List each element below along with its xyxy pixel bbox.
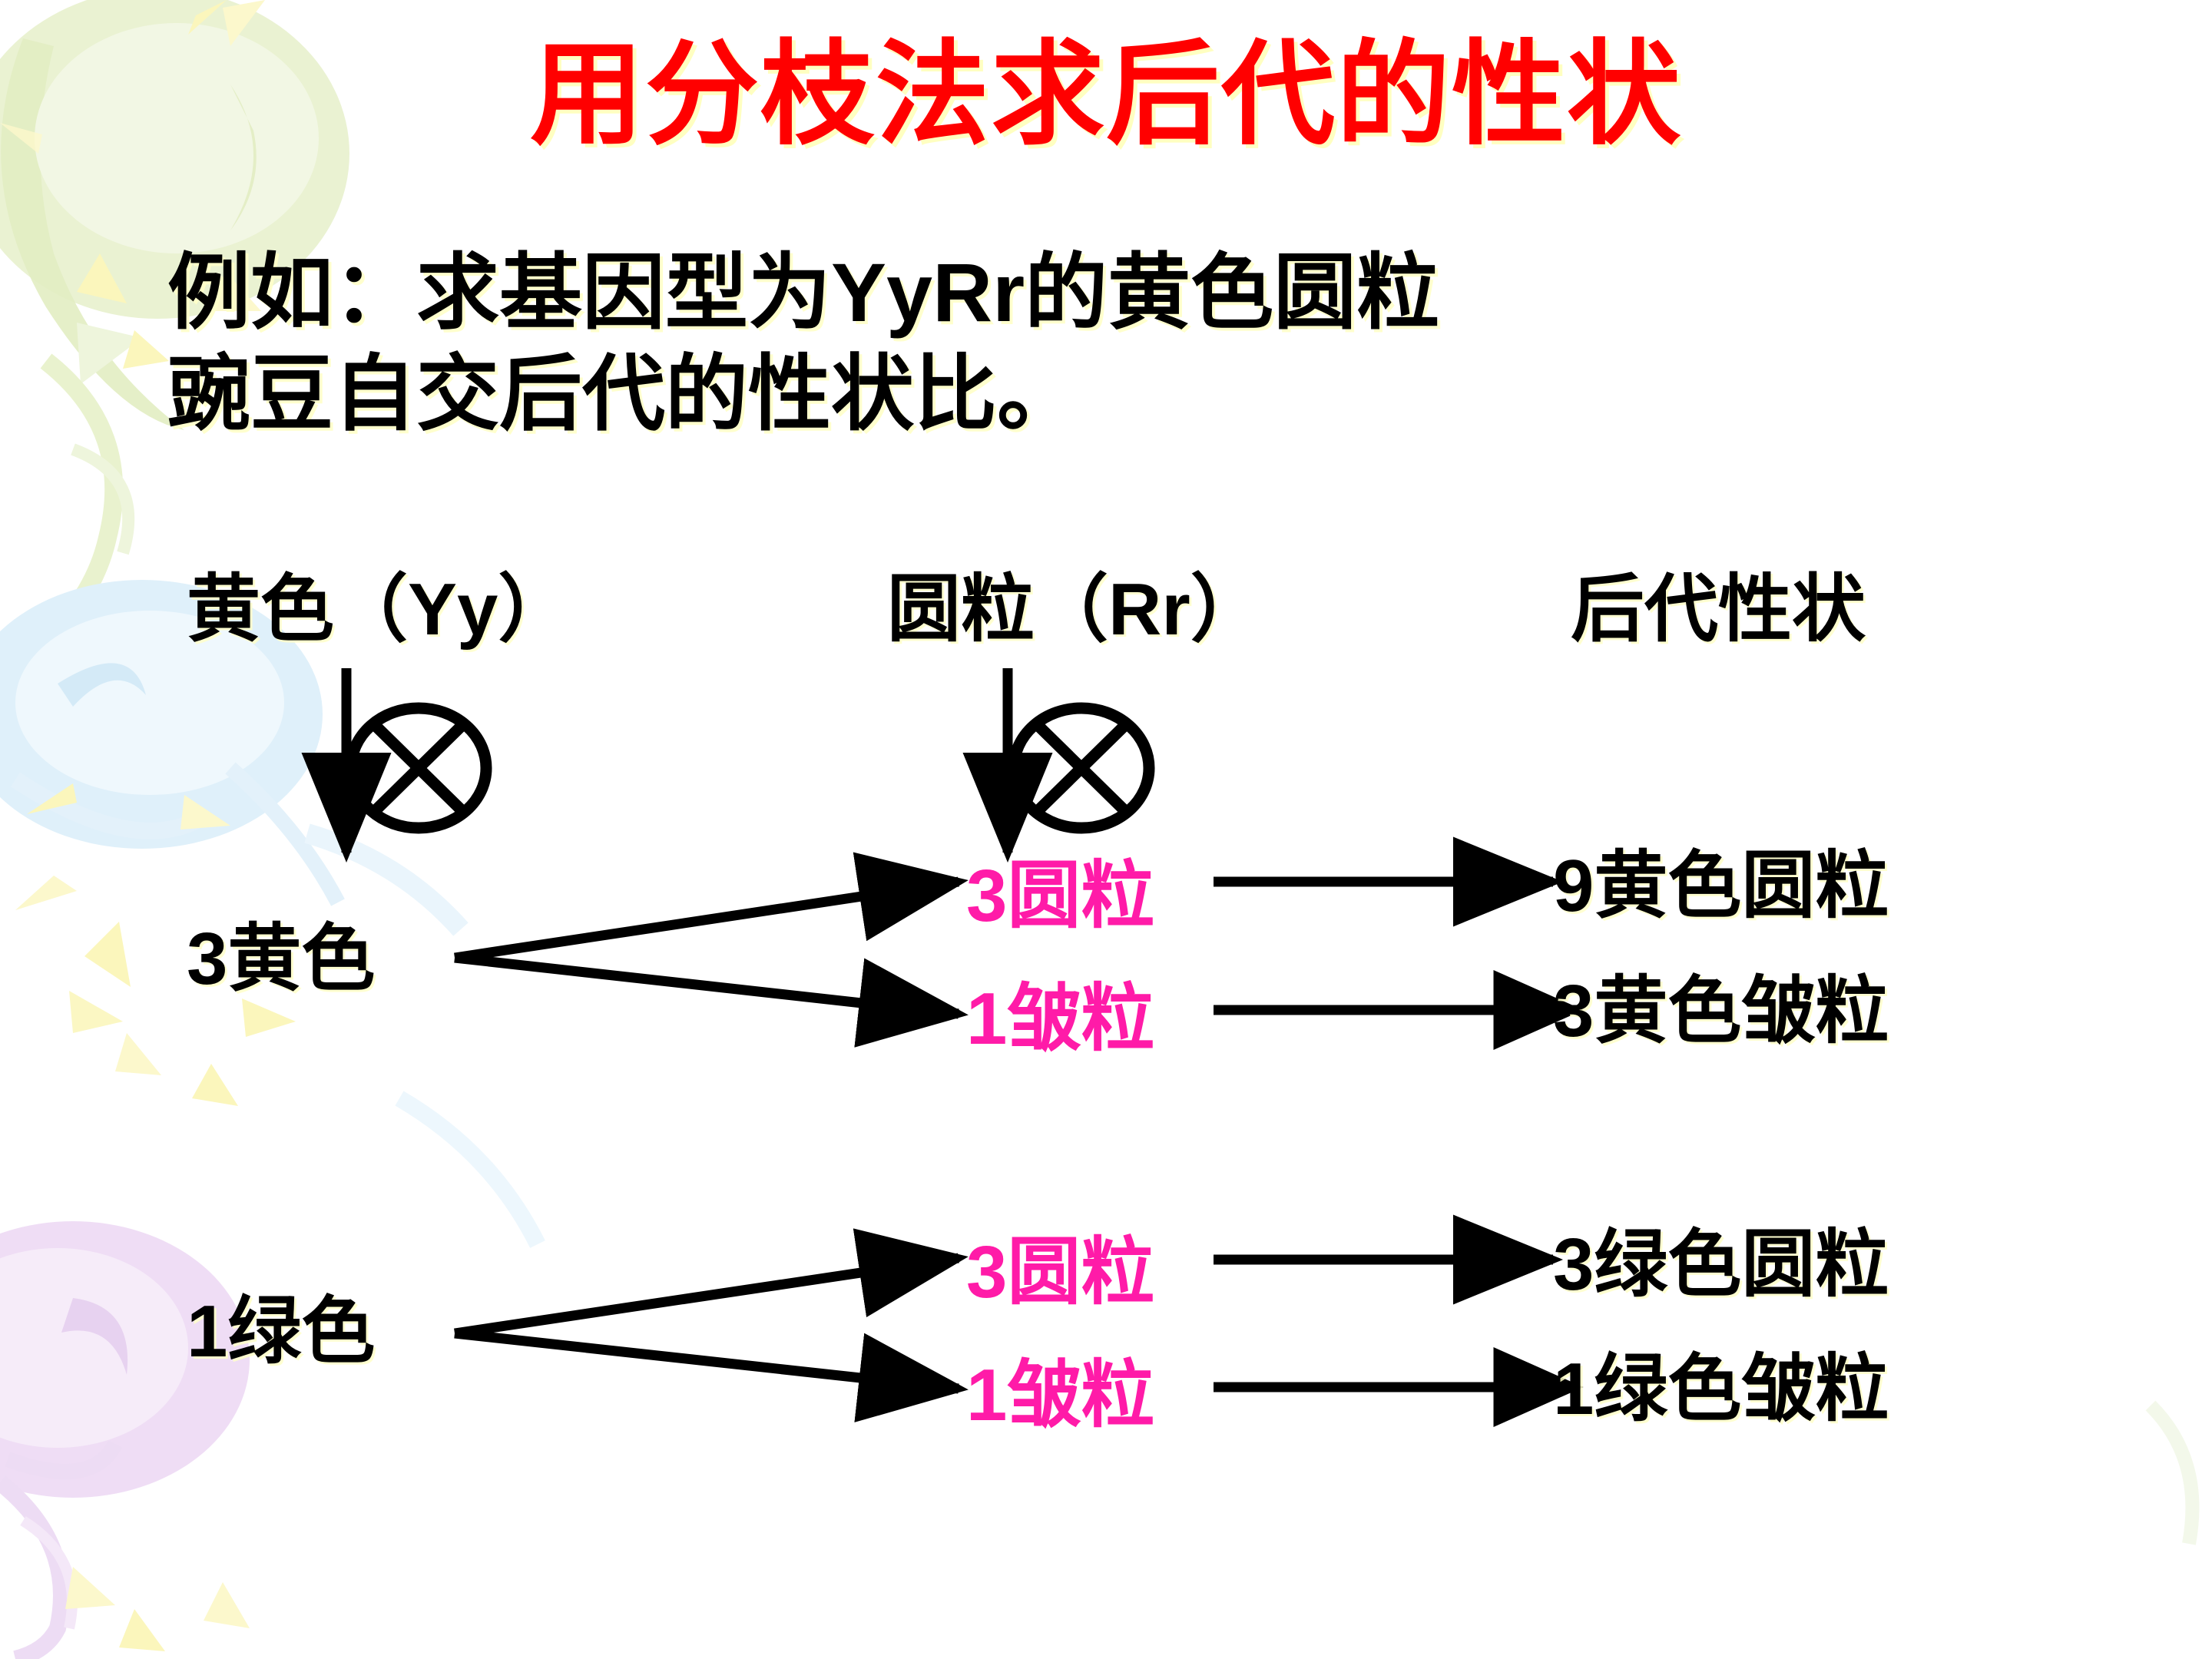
- branch-fork-yellow: [454, 852, 969, 1048]
- node-3-round-top-trait: 圆粒: [1007, 855, 1155, 937]
- node-1-wrinkled-bottom: 1皱粒: [966, 1335, 1154, 1442]
- result-9-yellow-round: 9黄色圆粒: [1553, 826, 1889, 932]
- result-3-yellow-wrinkled-ratio: 3: [1553, 970, 1594, 1052]
- node-1-wrinkled-top: 1皱粒: [966, 959, 1154, 1065]
- node-1-green: 1绿色: [187, 1271, 375, 1378]
- result-1-green-wrinkled-trait: 绿色皱粒: [1594, 1348, 1889, 1430]
- column-header-seed-shape: 圆粒（Rr）: [887, 549, 1264, 656]
- example-line-1-prefix: 例如：求基因型为: [167, 248, 832, 339]
- circled-x-circle-2: [1008, 702, 1155, 834]
- result-3-green-round-ratio: 3: [1553, 1224, 1594, 1306]
- example-paragraph: 例如：求基因型为YyRr的黄色圆粒 豌豆自交后代的性状比。: [167, 242, 2134, 446]
- header-col2-prefix: 圆粒（: [887, 568, 1108, 651]
- node-3-yellow-ratio: 3: [187, 918, 228, 1000]
- node-1-wrinkled-top-trait: 皱粒: [1007, 978, 1155, 1060]
- node-3-round-bottom-trait: 圆粒: [1007, 1231, 1155, 1313]
- header-col1-gene: Yy: [408, 568, 498, 651]
- result-3-yellow-wrinkled-trait: 黄色皱粒: [1594, 970, 1889, 1052]
- example-line-2: 豌豆自交后代的性状比。: [167, 349, 1081, 441]
- node-1-green-ratio: 1: [187, 1290, 228, 1373]
- node-1-wrinkled-top-ratio: 1: [966, 978, 1008, 1060]
- result-3-green-round: 3绿色圆粒: [1553, 1204, 1889, 1311]
- slide-title: 用分枝法求后代的性状: [530, 33, 1682, 159]
- node-3-yellow: 3黄色: [187, 899, 375, 1005]
- column-header-offspring-trait: 后代性状: [1571, 568, 1866, 651]
- node-3-round-top-ratio: 3: [966, 855, 1008, 937]
- branch-fork-green: [454, 1228, 969, 1422]
- genotype-yyrr: YyRr: [831, 246, 1025, 339]
- result-3-green-round-trait: 绿色圆粒: [1594, 1224, 1889, 1306]
- result-9-yellow-round-trait: 黄色圆粒: [1594, 845, 1889, 927]
- self-cross-symbol-seed-color: [301, 668, 492, 863]
- result-1-green-wrinkled: 1绿色皱粒: [1553, 1329, 1889, 1435]
- node-1-green-trait: 绿色: [227, 1290, 376, 1373]
- result-3-yellow-wrinkled: 3黄色皱粒: [1553, 951, 1889, 1058]
- header-col2-suffix: ）: [1190, 568, 1264, 651]
- self-cross-symbol-seed-shape: [962, 668, 1155, 863]
- node-3-round-bottom-ratio: 3: [966, 1231, 1008, 1313]
- node-1-wrinkled-bottom-trait: 皱粒: [1007, 1354, 1155, 1436]
- header-col1-suffix: ）: [498, 568, 572, 651]
- header-col1-prefix: 黄色（: [187, 568, 408, 651]
- example-line-1-suffix: 的黄色圆粒: [1025, 248, 1440, 339]
- column-header-seed-color: 黄色（Yy）: [187, 549, 571, 656]
- node-3-round-top: 3圆粒: [966, 836, 1154, 942]
- result-9-yellow-round-ratio: 9: [1553, 845, 1594, 927]
- node-3-round-bottom: 3圆粒: [966, 1212, 1154, 1319]
- result-1-green-wrinkled-ratio: 1: [1553, 1348, 1594, 1430]
- node-1-wrinkled-bottom-ratio: 1: [966, 1354, 1008, 1436]
- example-line-1: 例如：求基因型为YyRr的黄色圆粒: [167, 242, 2134, 345]
- node-3-yellow-trait: 黄色: [227, 918, 376, 1000]
- header-col2-gene: Rr: [1108, 568, 1190, 651]
